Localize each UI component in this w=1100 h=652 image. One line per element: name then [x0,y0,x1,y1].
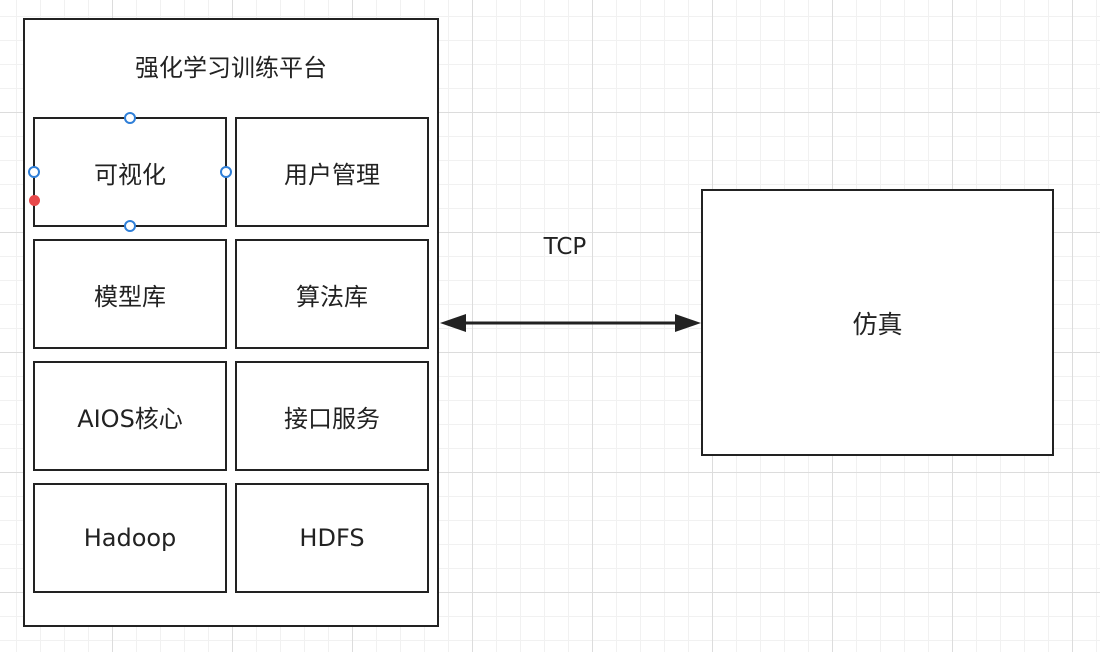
selection-handle-right[interactable] [220,166,232,178]
selection-handle-left[interactable] [28,166,40,178]
arrow-head-right [675,314,701,332]
module-interface-service[interactable]: 接口服务 [235,361,429,471]
module-hdfs[interactable]: HDFS [235,483,429,593]
module-aios-core[interactable]: AIOS核心 [33,361,227,471]
simulation-label: 仿真 [852,309,903,339]
module-label: 模型库 [94,282,166,311]
tcp-connection-label: TCP [543,234,587,260]
module-label: 可视化 [94,160,166,189]
module-user-management[interactable]: 用户管理 [235,117,429,227]
arrow-head-left [440,314,466,332]
selection-handle-bottom[interactable] [124,220,136,232]
module-label: AIOS核心 [77,404,183,433]
module-label: 用户管理 [284,160,380,189]
simulation-box[interactable]: 仿真 [701,189,1054,456]
module-label: Hadoop [83,524,177,552]
connection-point-dot[interactable] [29,195,40,206]
module-label: 接口服务 [284,404,380,433]
module-label: 算法库 [296,282,368,311]
selection-handle-top[interactable] [124,112,136,124]
module-model-library[interactable]: 模型库 [33,239,227,349]
module-label: HDFS [299,524,365,552]
platform-title: 强化学习训练平台 [135,54,327,82]
module-hadoop[interactable]: Hadoop [33,483,227,593]
module-algorithm-library[interactable]: 算法库 [235,239,429,349]
